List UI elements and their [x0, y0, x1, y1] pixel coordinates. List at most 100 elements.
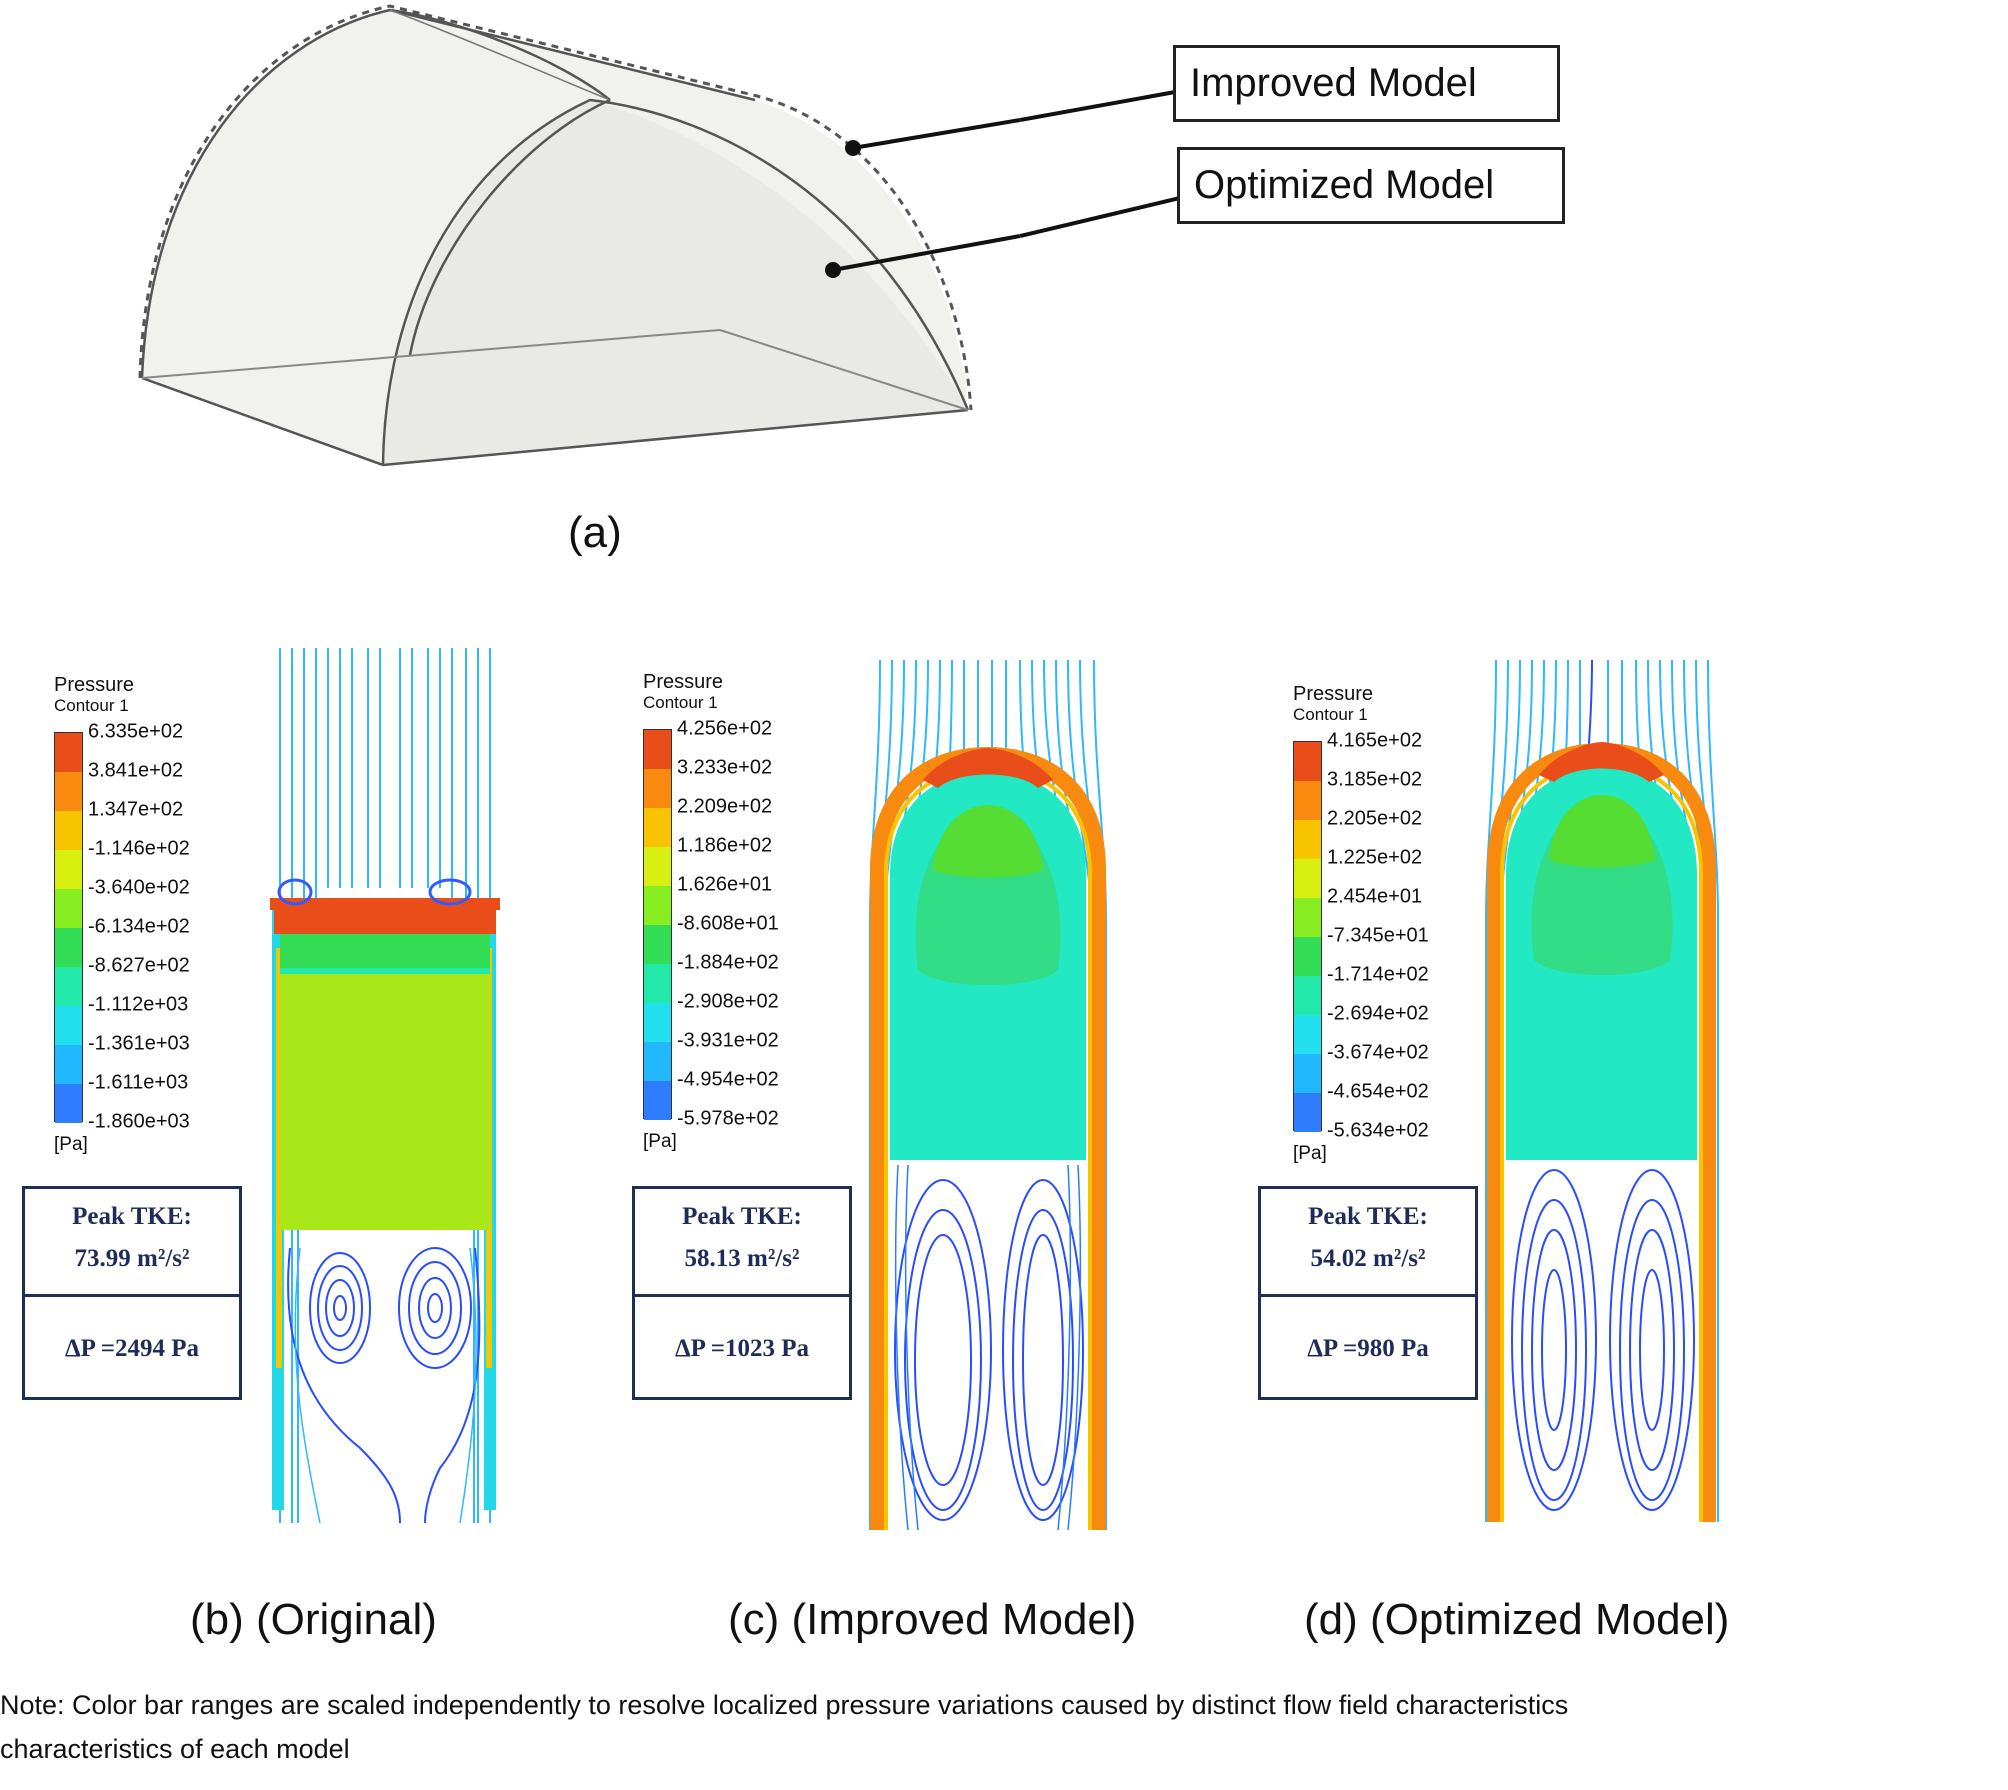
colorbar-band — [1294, 1093, 1321, 1132]
legend-d-subtitle: Contour 1 — [1293, 705, 1368, 724]
panel-c-label: (c) (Improved Model) — [728, 1595, 1137, 1644]
legend-d-colorbar — [1293, 741, 1322, 1132]
colorbar-band — [644, 730, 671, 769]
legend-tick-label: -4.654e+02 — [1327, 1080, 1429, 1103]
colorbar-band — [1294, 976, 1321, 1015]
panel-d-label: (d) (Optimized Model) — [1304, 1595, 1730, 1644]
colorbar-band — [55, 850, 82, 889]
delta-p-b: ΔP =2494 Pa — [64, 1335, 200, 1362]
legend-tick-label: -2.694e+02 — [1327, 1002, 1429, 1025]
legend-tick-label: -6.134e+02 — [88, 915, 190, 938]
legend-tick-label: -1.146e+02 — [88, 837, 190, 860]
colorbar-band — [644, 886, 671, 925]
legend-tick-label: 6.335e+02 — [88, 720, 184, 743]
legend-tick-label: -3.674e+02 — [1327, 1041, 1429, 1064]
legend-tick-label: 3.185e+02 — [1327, 768, 1423, 791]
front-arch-edge — [381, 98, 970, 466]
colorbar-band — [55, 772, 82, 811]
legend-d-title: Pressure — [1293, 683, 1374, 705]
colorbar-band — [55, 811, 82, 850]
colorbar-band — [55, 889, 82, 928]
improved-model-callout-text: Improved Model — [1190, 61, 1477, 105]
legend-tick-label: 3.233e+02 — [677, 756, 773, 779]
legend-tick-label: 2.209e+02 — [677, 795, 773, 818]
colorbar-band — [55, 733, 82, 772]
legend-tick-label: 1.186e+02 — [677, 834, 773, 857]
colorbar-band — [1294, 1015, 1321, 1054]
panel-a-label: (a) — [568, 508, 622, 557]
legend-c-title: Pressure — [643, 671, 724, 693]
legend-tick-label: 3.841e+02 — [88, 759, 184, 782]
tke-value-b: 73.99 m²/s² — [74, 1245, 190, 1272]
colorbar-band — [55, 1084, 82, 1123]
legend-tick-label: -1.714e+02 — [1327, 963, 1429, 986]
colorbar-band — [1294, 1054, 1321, 1093]
legend-tick-label: -5.634e+02 — [1327, 1119, 1429, 1142]
figure-note-line-2: characteristics of each model — [0, 1734, 350, 1764]
legend-tick-label: 1.626e+01 — [677, 873, 773, 896]
figure-note-line-1: Note: Color bar ranges are scaled indepe… — [0, 1690, 1569, 1720]
colorbar-band — [1294, 820, 1321, 859]
legend-tick-label: -3.640e+02 — [88, 876, 190, 899]
colorbar-band — [644, 964, 671, 1003]
optimized-model-callout-text: Optimized Model — [1194, 163, 1495, 207]
legend-b-unit: [Pa] — [54, 1134, 88, 1155]
optimized-leader-line — [832, 234, 1020, 272]
colorbar-band — [644, 1003, 671, 1042]
figure-note: Note: Color bar ranges are scaled indepe… — [0, 1683, 2008, 1771]
colorbar-band — [644, 1081, 671, 1120]
optimized-model-callout: Optimized Model — [1177, 147, 1565, 224]
tke-label-d: Peak TKE: — [1308, 1203, 1428, 1230]
legend-b-colorbar — [54, 732, 83, 1123]
legend-tick-label: 4.256e+02 — [677, 717, 773, 740]
legend-tick-label: -2.908e+02 — [677, 990, 779, 1013]
colorbar-band — [1294, 742, 1321, 781]
colorbar-band — [1294, 859, 1321, 898]
flow-field-b — [270, 648, 500, 1523]
colorbar-band — [644, 769, 671, 808]
model-3d-drawing — [138, 4, 1020, 467]
legend-tick-label: -1.884e+02 — [677, 951, 779, 974]
tke-label-b: Peak TKE: — [72, 1203, 192, 1230]
legend-c-colorbar — [643, 729, 672, 1120]
legend-tick-label: -7.345e+01 — [1327, 924, 1429, 947]
colorbar-band — [644, 847, 671, 886]
legend-tick-label: -8.627e+02 — [88, 954, 190, 977]
colorbar-band — [55, 1045, 82, 1084]
improved-model-callout: Improved Model — [1173, 45, 1560, 122]
legend-tick-label: -1.611e+03 — [88, 1071, 189, 1094]
flow-field-d — [1485, 660, 1719, 1522]
legend-tick-label: 2.205e+02 — [1327, 807, 1423, 830]
delta-p-c: ΔP =1023 Pa — [674, 1335, 810, 1362]
colorbar-band — [55, 967, 82, 1006]
flow-field-c — [869, 660, 1107, 1530]
legend-tick-label: 2.454e+01 — [1327, 885, 1423, 908]
panel-b-label: (b) (Original) — [190, 1595, 437, 1644]
colorbar-band — [644, 808, 671, 847]
colorbar-band — [55, 1006, 82, 1045]
colorbar-band — [644, 925, 671, 964]
colorbar-band — [55, 928, 82, 967]
tke-label-c: Peak TKE: — [682, 1203, 802, 1230]
tke-value-c: 58.13 m²/s² — [684, 1245, 800, 1272]
legend-tick-label: -5.978e+02 — [677, 1107, 779, 1130]
legend-tick-label: -1.112e+03 — [88, 993, 189, 1016]
legend-d-unit: [Pa] — [1293, 1143, 1327, 1164]
colorbar-band — [644, 1042, 671, 1081]
info-box-d: Peak TKE: 54.02 m²/s² ΔP =980 Pa — [1258, 1186, 1478, 1400]
legend-tick-label: -3.931e+02 — [677, 1029, 779, 1052]
legend-c-subtitle: Contour 1 — [643, 693, 718, 712]
improved-leader-line — [852, 118, 1020, 150]
tke-value-d: 54.02 m²/s² — [1310, 1245, 1426, 1272]
legend-tick-label: -4.954e+02 — [677, 1068, 779, 1091]
colorbar-band — [1294, 937, 1321, 976]
legend-tick-label: 1.347e+02 — [88, 798, 184, 821]
legend-tick-label: -8.608e+01 — [677, 912, 779, 935]
legend-tick-label: -1.361e+03 — [88, 1032, 190, 1055]
colorbar-band — [1294, 898, 1321, 937]
leader-extension — [1020, 90, 1180, 238]
info-box-c: Peak TKE: 58.13 m²/s² ΔP =1023 Pa — [632, 1186, 852, 1400]
